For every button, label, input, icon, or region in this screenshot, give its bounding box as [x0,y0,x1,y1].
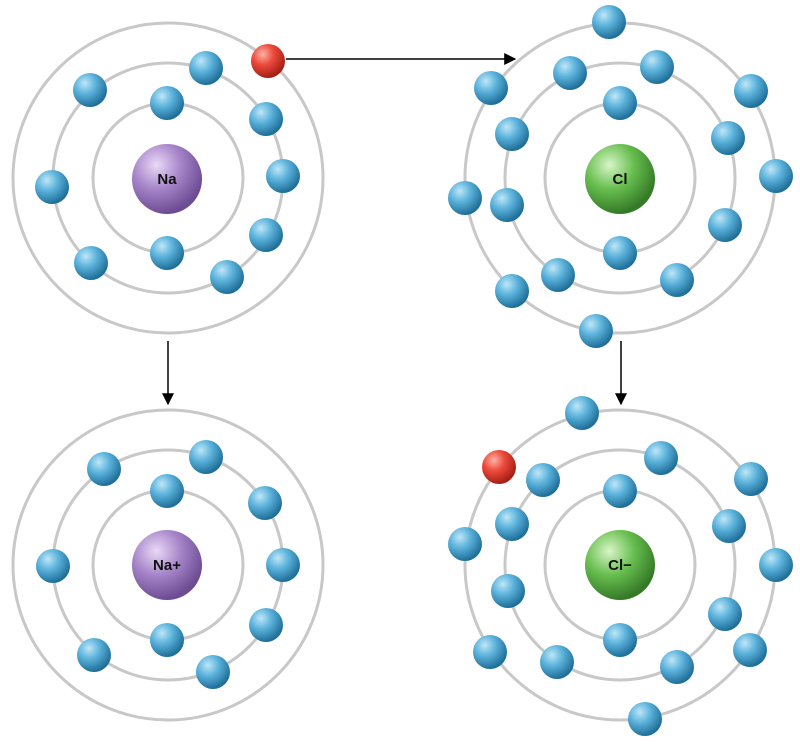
electron [495,507,529,541]
electron [640,50,674,84]
electron [266,159,300,193]
electron [74,246,108,280]
shell-2 [503,448,737,682]
gained-electron [482,450,516,484]
electron [734,462,768,496]
electron [490,188,524,222]
electron [196,655,230,689]
electron [526,463,560,497]
electron [35,170,69,204]
valence-electron [251,44,285,78]
electron [448,181,482,215]
electron [474,71,508,105]
chlorine-label: Cl [613,171,628,188]
electron [660,650,694,684]
electron [592,5,626,39]
electron [540,645,574,679]
electron [628,702,662,736]
electron [708,597,742,631]
chloride-ion-label: Cl− [608,557,632,574]
electron [495,117,529,151]
electrons [36,440,300,689]
electron [249,102,283,136]
sodium-label: Na [157,171,177,188]
sodium-ion-label: Na+ [153,557,181,574]
electron [473,635,507,669]
chlorine-nucleus [585,144,655,214]
electron [603,236,637,270]
electron [150,623,184,657]
electron [77,638,111,672]
electron [603,86,637,120]
electron [541,258,575,292]
electron [491,574,525,608]
electron [565,396,599,430]
electrons [448,396,793,736]
electrons [35,51,300,294]
chloride-ion: Cl− [448,396,793,736]
chloride-ion-nucleus [585,530,655,600]
sodium-atom: Na [11,21,325,335]
electron [87,452,121,486]
shell-2 [503,61,737,295]
electron [553,56,587,90]
electron [150,236,184,270]
electron [734,74,768,108]
electron [189,51,223,85]
electron [448,527,482,561]
sodium-nucleus [132,144,202,214]
shell-3 [11,21,325,335]
electron [603,474,637,508]
sodium-ion-nucleus [132,530,202,600]
electron [579,314,613,348]
electron [36,549,70,583]
electron [660,263,694,297]
electron [249,608,283,642]
chlorine-atom: Cl [448,5,793,348]
electron [711,121,745,155]
electron [266,548,300,582]
electron [150,474,184,508]
electron [644,441,678,475]
electron [495,274,529,308]
electron [73,73,107,107]
electron [708,208,742,242]
electron [150,86,184,120]
electron [759,159,793,193]
electron [733,633,767,667]
electron [248,486,282,520]
shell-3 [11,408,325,722]
electron [249,218,283,252]
electron [759,548,793,582]
electron [712,509,746,543]
electron [603,623,637,657]
electron [189,440,223,474]
electron [210,260,244,294]
sodium-ion: Na+ [11,408,325,722]
electrons [448,5,793,348]
